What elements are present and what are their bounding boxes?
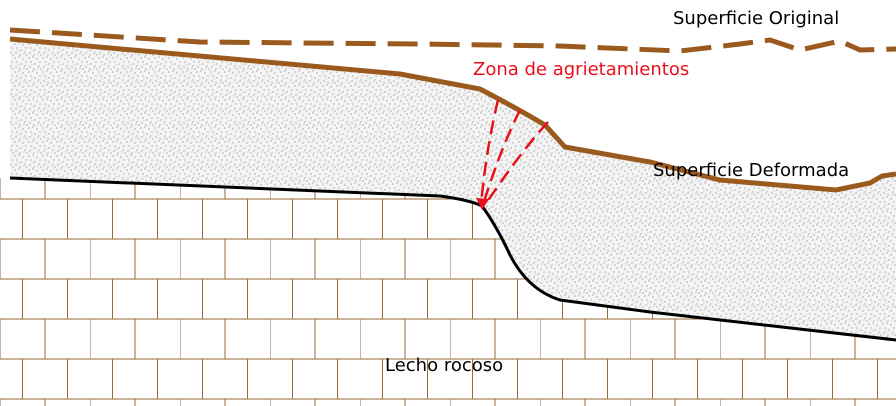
bedrock-label: Lecho rocoso xyxy=(385,355,503,376)
crack-arrowhead xyxy=(476,198,489,210)
bedrock-boundary-line xyxy=(9,176,896,342)
original-surface-label: Superficie Original xyxy=(673,8,839,29)
original-surface-line xyxy=(9,27,896,54)
deformed-surface-line xyxy=(9,36,896,193)
deformed-surface-label: Superficie Deformada xyxy=(653,160,849,181)
crack-line-2 xyxy=(481,109,522,206)
crack-line-1 xyxy=(479,99,500,206)
crack-lines xyxy=(479,99,549,206)
soil-layer xyxy=(10,39,896,340)
crack-zone-label: Zona de agrietamientos xyxy=(473,59,689,80)
crack-line-3 xyxy=(483,121,549,206)
